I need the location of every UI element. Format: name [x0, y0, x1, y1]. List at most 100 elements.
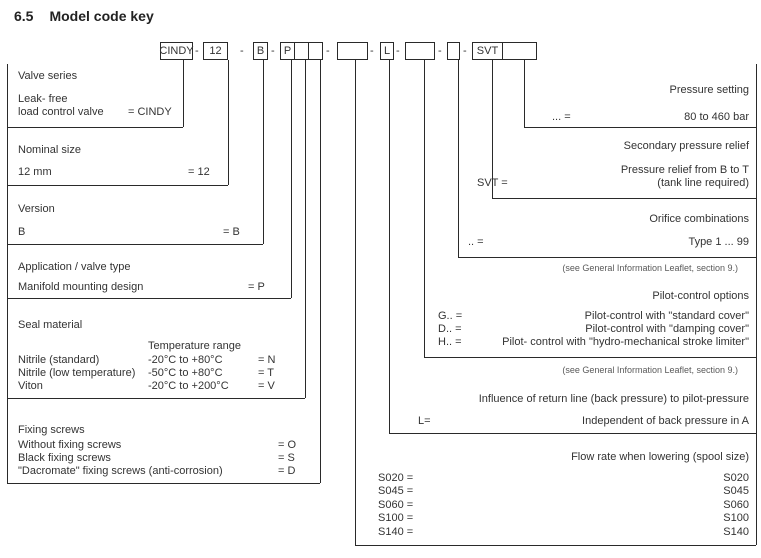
fixing-row-label: Black fixing screws — [18, 452, 111, 464]
code-dash: - — [240, 45, 244, 57]
flow-rate-title: Flow rate when lowering (spool size) — [571, 451, 749, 463]
seal-row-label: Nitrile (low temperature) — [18, 367, 136, 379]
valve-series-code: = CINDY — [128, 106, 172, 118]
page-title: 6.5 Model code key — [14, 8, 154, 24]
connector-pressure-setting — [524, 60, 525, 127]
rule-flow-rate — [355, 545, 756, 546]
code-box-pilot — [405, 42, 435, 60]
rule-pilot — [424, 357, 756, 358]
code-dash: - — [326, 45, 330, 57]
pilot-row-code: D.. = — [438, 323, 462, 335]
return-line-title: Influence of return line (back pressure)… — [478, 393, 749, 405]
flow-row-value: S060 — [723, 499, 749, 511]
code-dash: - — [370, 45, 374, 57]
code-cell-application: P — [280, 42, 295, 60]
code-dash: - — [463, 45, 467, 57]
nominal-size-title: Nominal size — [18, 144, 81, 156]
code-box-group-svt: SVT — [472, 42, 537, 60]
rule-return-line — [389, 433, 756, 434]
fixing-row-code: = S — [278, 452, 295, 464]
flow-row-code: S060 = — [378, 499, 414, 511]
flow-row-value: S020 — [723, 472, 749, 484]
pilot-row-value: Pilot-control with "damping cover" — [585, 323, 749, 335]
connector-orifice — [458, 60, 459, 257]
pilot-row-code: H.. = — [438, 336, 462, 348]
pressure-setting-code: ... = — [552, 111, 571, 123]
valve-series-title: Valve series — [18, 70, 78, 82]
rule-application — [7, 298, 291, 299]
connector-return-line — [389, 60, 390, 433]
section-title: Model code key — [49, 8, 154, 24]
code-box-group-p: P — [280, 42, 323, 60]
flow-row-code: S020 = — [378, 472, 414, 484]
rule-fixing-screws — [7, 483, 320, 484]
code-cell-pressure-setting — [502, 42, 537, 60]
code-box-orifice — [447, 42, 460, 60]
return-line-value: Independent of back pressure in A — [582, 415, 749, 427]
flow-row-code: S140 = — [378, 526, 414, 538]
flow-row-value: S045 — [723, 485, 749, 497]
connector-pilot — [424, 60, 425, 357]
connector-secondary-relief — [492, 60, 493, 198]
rule-orifice — [458, 257, 756, 258]
connector-fixing-screws — [320, 60, 321, 483]
pilot-title: Pilot-control options — [652, 290, 749, 302]
fixing-screws-title: Fixing screws — [18, 424, 85, 436]
connector-valve-series — [183, 60, 184, 127]
rule-version — [7, 244, 263, 245]
code-box-valve-series: CINDY — [159, 42, 194, 60]
secondary-relief-code: SVT = — [477, 177, 508, 189]
code-box-return-line: L — [380, 42, 394, 60]
left-border-line — [7, 64, 8, 483]
return-line-code: L= — [418, 415, 431, 427]
code-cell-seal — [294, 42, 309, 60]
rule-nominal-size — [7, 185, 228, 186]
rule-secondary-relief — [492, 198, 756, 199]
seal-row-code: = V — [258, 380, 275, 392]
application-code: = P — [248, 281, 265, 293]
version-label: B — [18, 226, 26, 238]
orifice-note: (see General Information Leaflet, sectio… — [562, 263, 738, 273]
flow-row-value: S100 — [723, 512, 749, 524]
pilot-note: (see General Information Leaflet, sectio… — [562, 365, 738, 375]
connector-nominal-size — [228, 60, 229, 185]
pilot-row-value: Pilot-control with "standard cover" — [584, 310, 749, 322]
orifice-value: Type 1 ... 99 — [688, 236, 749, 248]
seal-row-temp: -50°C to +80°C — [148, 367, 223, 379]
valve-series-label-2: load control valve — [18, 106, 104, 118]
seal-row-code: = N — [258, 354, 276, 366]
section-number: 6.5 — [14, 8, 34, 24]
nominal-size-label: 12 mm — [18, 166, 52, 178]
seal-row-temp: -20°C to +80°C — [148, 354, 223, 366]
code-box-version: B — [253, 42, 268, 60]
fixing-row-code: = D — [278, 465, 296, 477]
right-border-line — [756, 64, 757, 545]
rule-valve-series — [7, 127, 183, 128]
version-code: = B — [223, 226, 240, 238]
code-dash: - — [396, 45, 400, 57]
flow-row-code: S045 = — [378, 485, 414, 497]
connector-version — [263, 60, 264, 244]
fixing-row-label: "Dacromate" fixing screws (anti-corrosio… — [18, 465, 223, 477]
pilot-row-code: G.. = — [438, 310, 463, 322]
flow-row-code: S100 = — [378, 512, 414, 524]
seal-row-temp: -20°C to +200°C — [148, 380, 229, 392]
orifice-code: .. = — [468, 236, 484, 248]
seal-row-label: Nitrile (standard) — [18, 354, 100, 366]
fixing-row-label: Without fixing screws — [18, 439, 122, 451]
orifice-title: Orifice combinations — [649, 213, 749, 225]
code-box-flow-rate — [337, 42, 368, 60]
seal-row-label: Viton — [18, 380, 43, 392]
code-box-nominal-size: 12 — [203, 42, 228, 60]
pilot-row-value: Pilot- control with "hydro-mechanical st… — [502, 336, 749, 348]
connector-flow-rate — [355, 60, 356, 545]
pressure-setting-title: Pressure setting — [669, 84, 749, 96]
flow-row-value: S140 — [723, 526, 749, 538]
seal-row-code: = T — [258, 367, 275, 379]
application-title: Application / valve type — [18, 261, 131, 273]
seal-material-col-header: Temperature range — [148, 340, 241, 352]
secondary-relief-value-1: Pressure relief from B to T — [620, 164, 749, 176]
version-title: Version — [18, 203, 55, 215]
code-cell-secondary-relief: SVT — [472, 42, 503, 60]
